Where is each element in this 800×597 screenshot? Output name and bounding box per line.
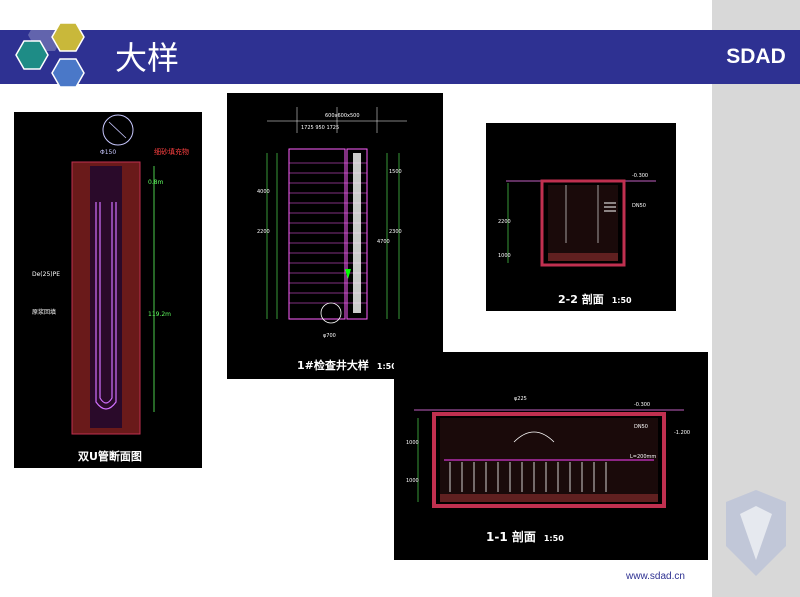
- footer-url: www.sdad.cn: [626, 571, 685, 582]
- double-u-caption: 双U管断面图: [78, 450, 142, 463]
- annotation-label: 细砂填充物: [154, 147, 189, 156]
- inspection-well-drawing: 600x600x500 1725 950 1725 4000 2200 2300…: [227, 93, 443, 379]
- elevation-label: -0.300: [632, 173, 648, 179]
- section-1-1-scale: 1:50: [543, 534, 564, 543]
- height-1000-label: 1000: [498, 253, 511, 259]
- inspection-well-scale: 1:50: [376, 362, 397, 371]
- hexagon-logo-icon: [15, 19, 85, 88]
- well-diameter-label: φ700: [323, 333, 336, 339]
- brand-logo-text: SDAD: [712, 30, 800, 84]
- pipe-label: DN50: [632, 203, 646, 209]
- diameter-label: Φ150: [100, 149, 116, 156]
- inspection-well-caption: 1#检查井大样 1:50: [297, 357, 397, 373]
- height-2200-label: 2200: [498, 219, 511, 225]
- pipe-label: DN50: [634, 424, 648, 430]
- dim-2200-label: 2200: [257, 229, 270, 235]
- section-2-2-scale: 1:50: [611, 296, 632, 305]
- section-2-2-caption: 2-2 剖面 1:50: [558, 291, 632, 307]
- height-1000-top-label: 1000: [406, 440, 419, 446]
- depth-top-label: 0.8m: [148, 179, 164, 186]
- diameter-label: φ225: [514, 396, 527, 402]
- section-2-2-drawing: 2200 1000 -0.300 DN50 2-2 剖面 1:50: [486, 123, 676, 311]
- watermark-logo-icon: [726, 490, 786, 576]
- depth-total-label: 119.2m: [148, 311, 171, 318]
- double-u-pipe-drawing: Φ150 细砂填充物 0.8m 119.2m De(25)PE 原浆回填 双U管…: [14, 112, 202, 468]
- spacing-label: L=200mm: [630, 454, 656, 460]
- height-1000-bottom-label: 1000: [406, 478, 419, 484]
- grout-label: 原浆回填: [32, 308, 56, 316]
- pipe-label: De(25)PE: [32, 271, 60, 278]
- section-2-2-title: 2-2 剖面: [558, 293, 604, 306]
- dim-2300-label: 2300: [389, 229, 402, 235]
- top-dims-label: 1725 950 1725: [301, 125, 339, 131]
- section-1-1-caption: 1-1 剖面 1:50: [486, 528, 564, 545]
- inspection-well-title: 1#检查井大样: [297, 359, 369, 372]
- section-1-1-title: 1-1 剖面: [486, 530, 536, 544]
- elevation-top-label: -0.300: [634, 402, 650, 408]
- page-title: 大样: [115, 39, 180, 77]
- dim-4000-label: 4000: [257, 189, 270, 195]
- dim-1500-label: 1500: [389, 169, 402, 175]
- dim-4700-label: 4700: [377, 239, 390, 245]
- section-1-1-drawing: 1000 1000 -0.300 -1.200 DN50 φ225 L=200m…: [394, 352, 708, 560]
- header-bar: [0, 30, 712, 84]
- elevation-bottom-label: -1.200: [674, 430, 690, 436]
- top-size-label: 600x600x500: [325, 113, 360, 119]
